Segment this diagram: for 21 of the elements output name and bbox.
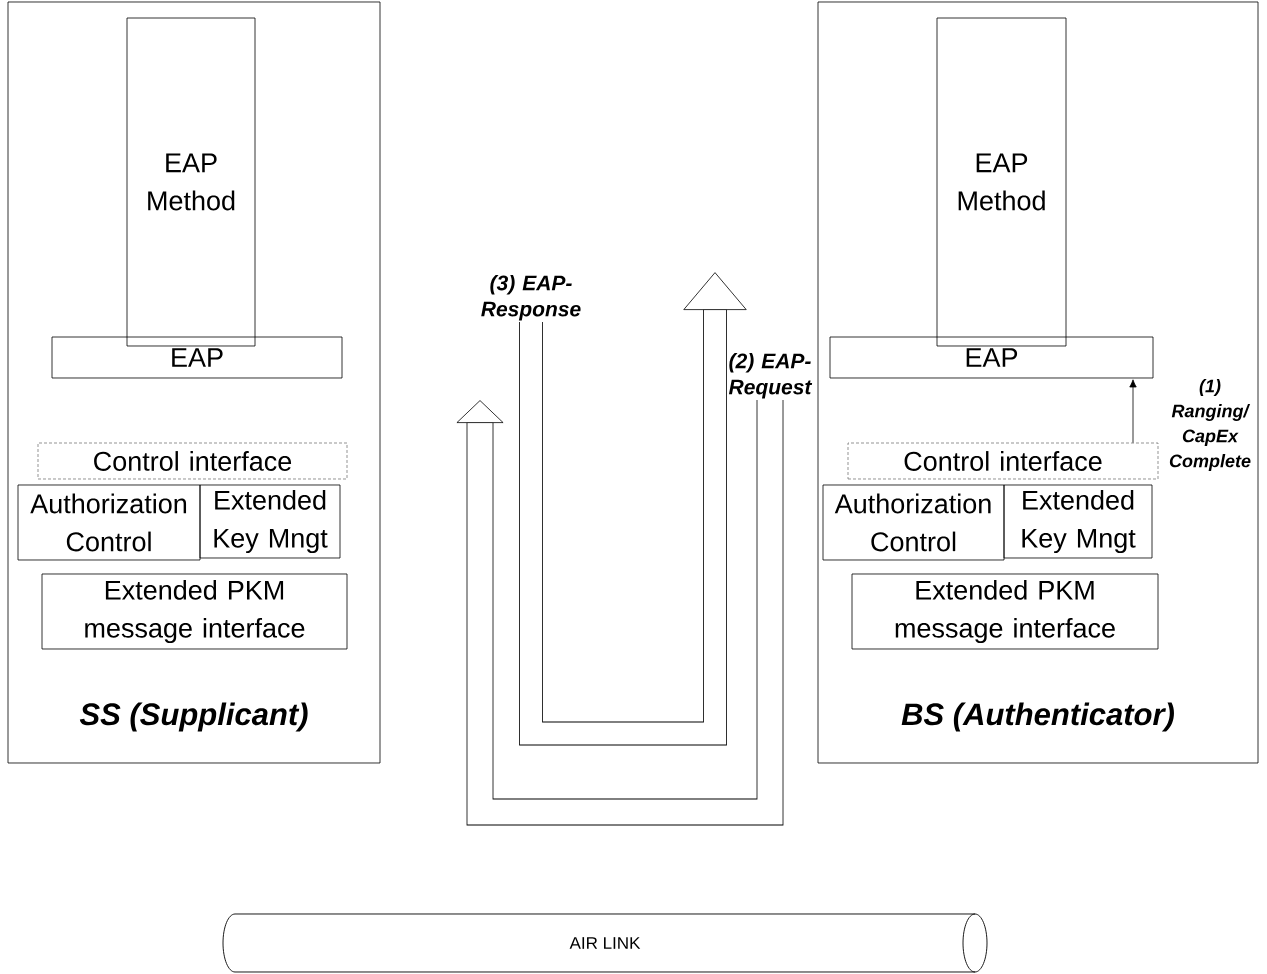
layer-box: EAP [829,336,1154,379]
device-label: BS (Authenticator) [901,702,1174,732]
layer-box: Authorization Control [17,484,201,561]
message-label: (2) EAP-Request [728,353,813,399]
device-label: SS (Supplicant) [79,702,308,732]
layer-box: EAP [51,336,343,379]
layer-box: EAP Method [126,17,256,347]
interface-box: Control interface [37,442,348,480]
layer-box: Extended Key Mngt [1003,484,1153,559]
layer-box: Extended PKM message interface [851,573,1159,650]
hollow-arrow [519,272,747,746]
interface-box: Control interface [847,442,1159,480]
layer-box: EAP Method [936,17,1067,347]
edge-label: (1) Ranging/ CapEx Complete [1163,378,1257,472]
layer-box: Authorization Control [822,484,1005,561]
hollow-arrow [456,400,784,826]
layer-box: Extended Key Mngt [199,484,341,559]
layer-box: Extended PKM message interface [41,573,348,650]
air-link-cylinder: AIR LINK [222,913,988,973]
arrow [1129,379,1137,444]
message-label: (3) EAP-Response [481,275,581,321]
